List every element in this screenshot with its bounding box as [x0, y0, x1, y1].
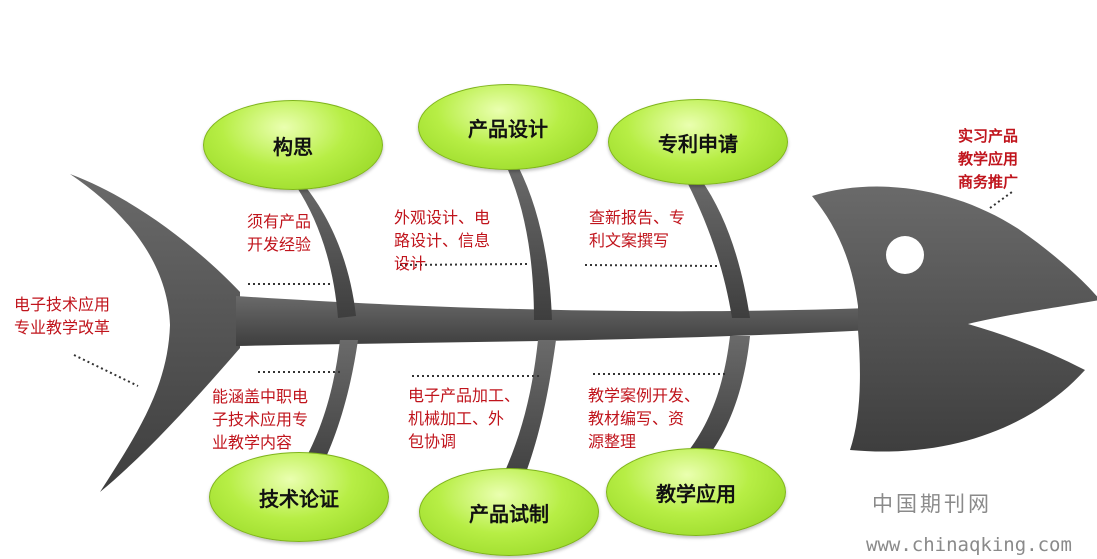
stage-label: 专利申请 — [658, 131, 738, 156]
note-line: 路设计、信息 — [394, 231, 491, 250]
note-top-2: 外观设计、电 路设计、信息 设计 — [394, 206, 490, 275]
note-line: 查新报告、专 — [589, 208, 686, 227]
rib-bottom-3 — [686, 336, 750, 462]
stage-bottom-3: 教学应用 — [606, 448, 786, 536]
stage-label: 产品试制 — [469, 501, 549, 526]
rib-bottom-2 — [500, 340, 556, 488]
rib-top-2 — [508, 166, 552, 320]
head-label: 实习产品 教学应用 商务推广 — [958, 125, 1018, 194]
stage-top-3: 专利申请 — [608, 99, 788, 185]
leader-tail — [73, 354, 139, 387]
note-line: 业教学内容 — [212, 433, 293, 452]
fish-spine — [236, 296, 872, 346]
note-line: 开发经验 — [247, 235, 312, 254]
head-label-line: 实习产品 — [958, 127, 1019, 145]
note-line: 电子产品加工、 — [408, 386, 521, 405]
tail-label-line: 电子技术应用 — [14, 295, 111, 314]
stage-bottom-1: 技术论证 — [209, 452, 389, 542]
leader-top-2 — [399, 263, 531, 266]
stage-top-2: 产品设计 — [418, 84, 598, 170]
watermark-url: www.chinaqking.com — [866, 534, 1072, 556]
note-line: 须有产品 — [247, 212, 312, 231]
leader-top-3 — [584, 264, 719, 267]
note-line: 外观设计、电 — [394, 208, 491, 227]
note-line: 能涵盖中职电 — [212, 387, 309, 406]
fish-head — [812, 186, 1097, 452]
stage-label: 教学应用 — [656, 481, 736, 506]
tail-label: 电子技术应用 专业教学改革 — [14, 293, 110, 339]
rib-top-3 — [688, 178, 750, 318]
note-line: 设计 — [394, 254, 427, 273]
note-line: 子技术应用专 — [212, 410, 309, 429]
stage-label: 构思 — [273, 134, 313, 159]
stage-bottom-2: 产品试制 — [419, 468, 599, 556]
note-line: 教学案例开发、 — [588, 386, 701, 405]
note-top-3: 查新报告、专 利文案撰写 — [589, 206, 685, 252]
note-bottom-2: 电子产品加工、 机械加工、外 包协调 — [408, 384, 520, 453]
fish-tail — [70, 174, 240, 492]
note-top-1: 须有产品 开发经验 — [247, 210, 311, 256]
note-bottom-3: 教学案例开发、 教材编写、资 源整理 — [588, 384, 700, 453]
fish-eye — [886, 236, 924, 274]
note-line: 教材编写、资 — [588, 409, 685, 428]
note-line: 利文案撰写 — [589, 231, 670, 250]
note-line: 源整理 — [588, 432, 637, 451]
stage-top-1: 构思 — [203, 100, 383, 190]
note-line: 机械加工、外 — [408, 409, 505, 428]
head-label-line: 教学应用 — [958, 150, 1019, 168]
stage-label: 产品设计 — [468, 116, 548, 141]
head-label-line: 商务推广 — [958, 173, 1019, 191]
rib-bottom-1 — [298, 340, 358, 478]
tail-label-line: 专业教学改革 — [14, 318, 111, 337]
rib-top-1 — [296, 180, 356, 318]
note-bottom-1: 能涵盖中职电 子技术应用专 业教学内容 — [212, 385, 308, 454]
note-line: 包协调 — [408, 432, 457, 451]
stage-label: 技术论证 — [259, 486, 339, 511]
leader-head — [989, 191, 1013, 209]
watermark-cn: 中国期刊网 — [872, 492, 992, 516]
